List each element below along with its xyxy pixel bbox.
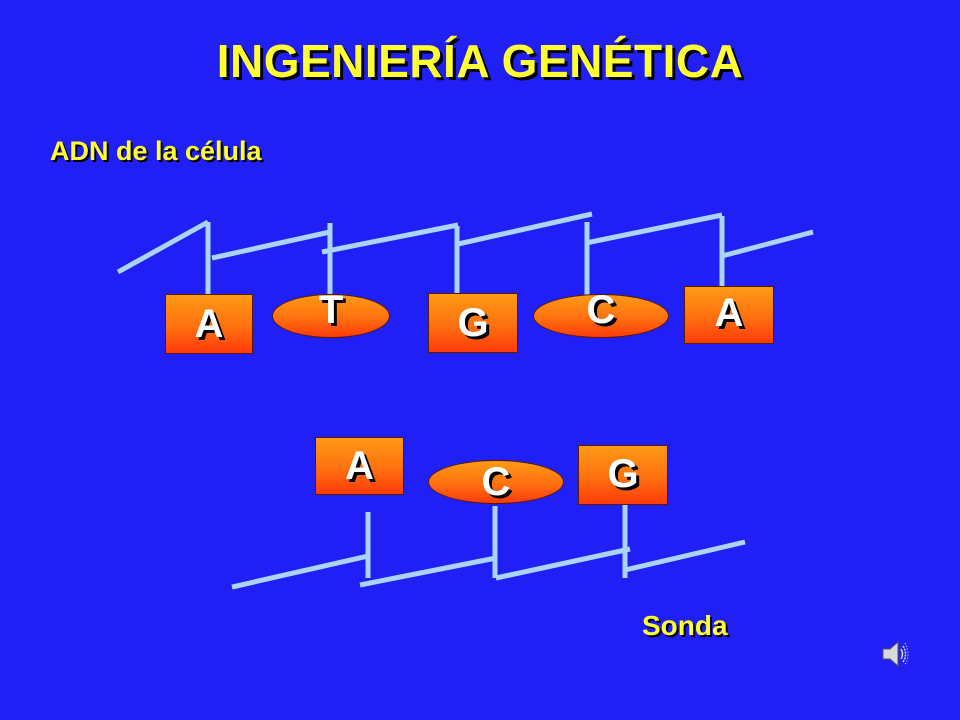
probe-label: Sonda [642, 610, 728, 641]
probe-backbone-segment [624, 539, 746, 573]
dna-base-a: A [165, 294, 253, 354]
probe-base-g: G [578, 445, 668, 505]
dna-backbone-segment [457, 211, 593, 247]
dna-backbone-segment [116, 219, 210, 275]
dna-base-a2: A [684, 286, 774, 344]
probe-base-c: C [428, 460, 564, 504]
speaker-icon[interactable] [880, 638, 912, 675]
probe-base-a: A [315, 437, 404, 495]
dna-backbone-segment [585, 212, 723, 246]
dna-base-g: G [428, 293, 518, 353]
dna-backbone-segment [321, 222, 459, 255]
dna-base-t: T [272, 290, 390, 338]
probe-backbone-segment [495, 546, 631, 581]
dna-backbone-segment [721, 229, 814, 259]
dna-label: ADN de la célula [50, 136, 262, 166]
probe-backbone-segment [231, 553, 369, 590]
dna-base-c: C [533, 290, 669, 338]
slide-title: INGENIERÍA GENÉTICA [216, 35, 744, 87]
probe-backbone-segment [359, 555, 497, 588]
dna-backbone-segment [211, 229, 331, 261]
